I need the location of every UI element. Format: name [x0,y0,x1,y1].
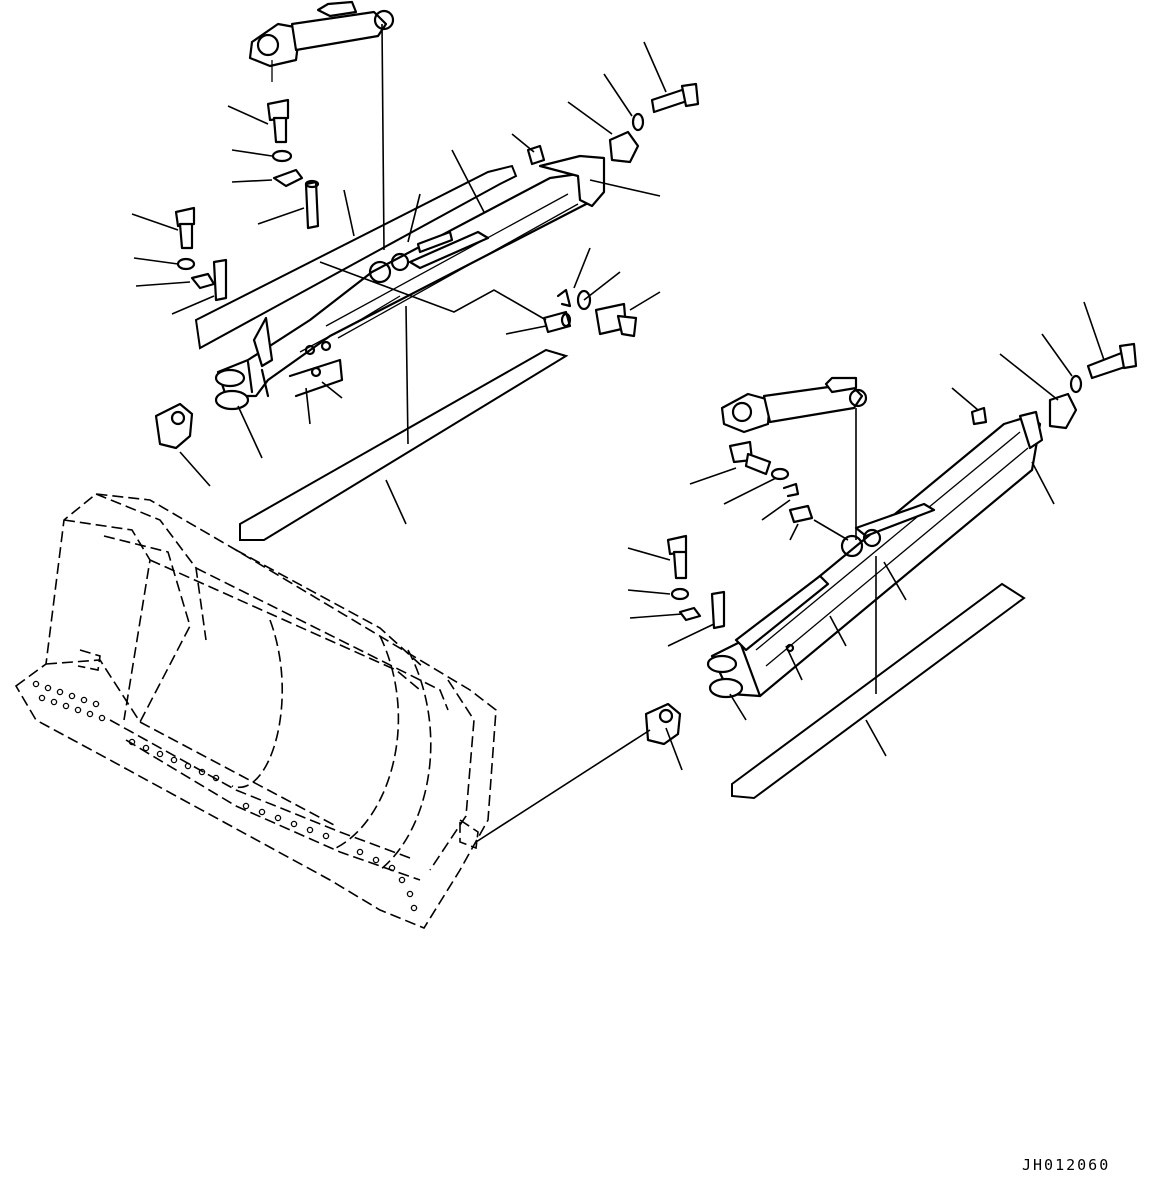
blade-to-cap-leader [475,729,651,843]
left-leader-lines [131,23,667,525]
blade-bolt-holes [32,680,418,912]
left-hardware [174,82,700,338]
left-shim-strip-top [194,164,518,350]
right-wear-strip [731,582,1026,800]
left-wear-strip [239,348,569,541]
left-arm-frame [214,154,606,411]
right-hardware [666,342,1138,630]
right-leader-lines [627,301,1105,771]
dozer-blade [14,493,651,929]
right-arm-assembly [627,301,1138,800]
left-tilt-cylinder [248,0,395,82]
left-trunnion-cap [154,402,194,450]
left-arm-assembly [131,0,700,541]
right-tilt-cylinder [720,376,868,434]
right-arm-frame [706,410,1044,699]
drawing-code: JH012060 [1022,1156,1111,1174]
